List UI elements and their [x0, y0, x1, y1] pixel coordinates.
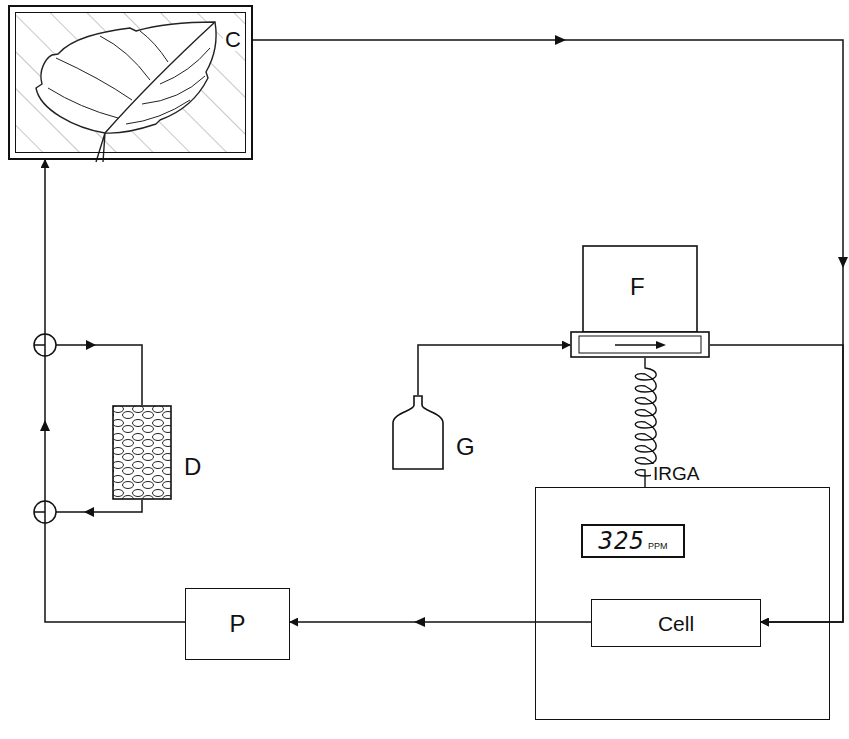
pump-box: P	[185, 588, 290, 660]
desiccant-column: D	[112, 405, 172, 500]
gas-line	[418, 345, 570, 395]
chamber-inner-wall	[15, 12, 246, 153]
instrument-label: IRGA	[651, 464, 701, 483]
part-letter: D	[184, 455, 201, 479]
node-outline	[570, 245, 710, 358]
chamber-hatching	[16, 13, 245, 152]
gas-analyser: IRGA325PPMCell	[535, 487, 830, 720]
flowmeter: F	[570, 245, 710, 358]
flow-arrow	[40, 35, 848, 627]
leaf-chamber: C	[8, 5, 253, 160]
node-outline	[112, 405, 172, 500]
part-letter: P	[229, 612, 245, 636]
part-letter: G	[456, 435, 475, 459]
gas-line	[253, 40, 843, 622]
digital-display: 325PPM	[581, 524, 685, 558]
gas-cylinder: G	[392, 395, 444, 470]
display-reading: 325	[599, 529, 645, 553]
gas-line	[710, 345, 843, 622]
gas-line	[45, 160, 185, 622]
part-letter: Cell	[658, 613, 694, 634]
node-outline	[392, 395, 444, 470]
part-letter: F	[630, 275, 645, 299]
gas-line	[290, 621, 591, 623]
display-unit: PPM	[648, 542, 668, 551]
leaf	[36, 22, 216, 162]
part-letter: C	[223, 29, 243, 51]
sample-cell: Cell	[591, 599, 761, 647]
